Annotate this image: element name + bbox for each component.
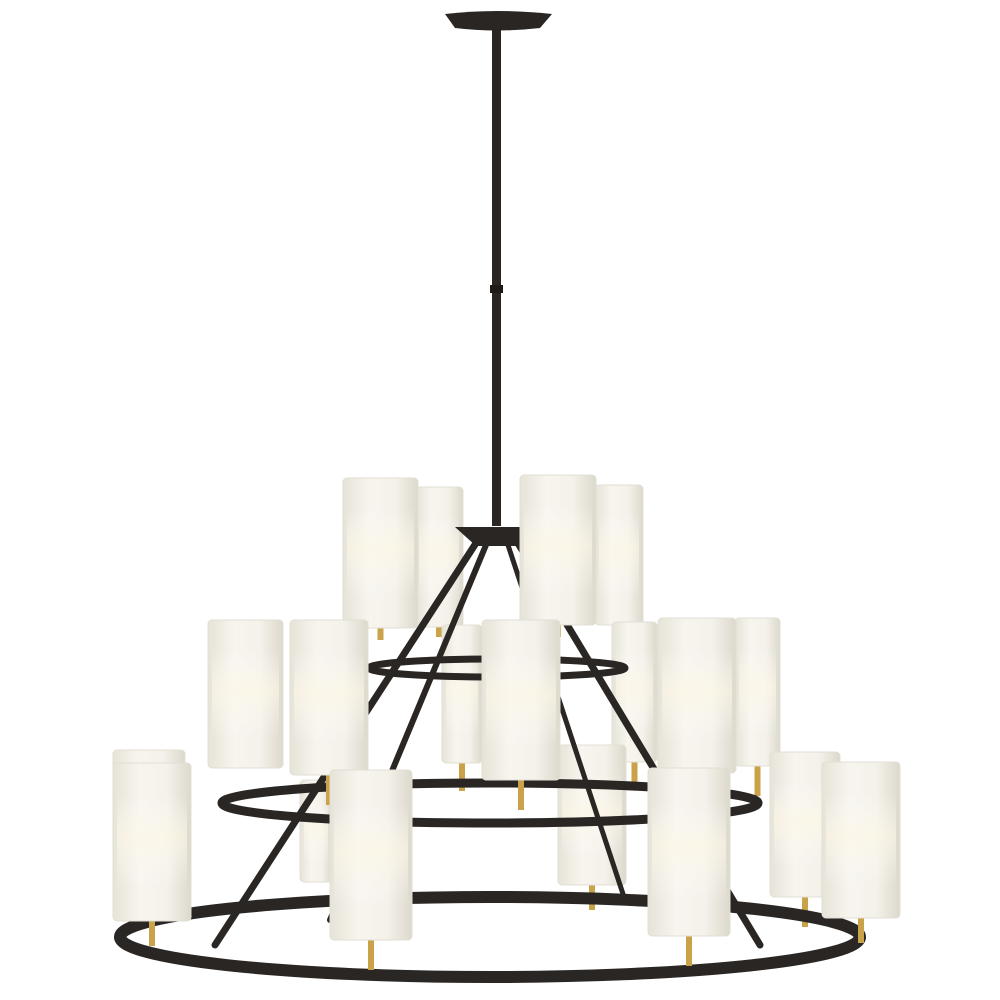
brass-socket xyxy=(326,775,332,805)
lamp-shade xyxy=(329,769,413,970)
front-shades xyxy=(112,474,901,970)
canopy xyxy=(445,11,552,31)
lamp-shade xyxy=(734,617,781,796)
lamp-shade xyxy=(414,486,464,637)
lamp-shade xyxy=(441,624,483,791)
lamp-shade xyxy=(557,744,627,910)
lamp-shade xyxy=(647,767,731,966)
rod-coupling xyxy=(490,285,503,293)
lamp-shade xyxy=(657,617,737,774)
brass-socket xyxy=(459,763,465,791)
lamp-shade xyxy=(342,477,419,640)
brass-socket xyxy=(858,918,864,943)
ring-bottom xyxy=(114,891,866,983)
brass-socket xyxy=(368,940,374,970)
brass-socket xyxy=(631,762,638,782)
brass-socket xyxy=(377,628,384,640)
lamp-shade xyxy=(821,761,901,943)
brass-socket xyxy=(436,627,442,637)
lamp-shade xyxy=(207,619,284,769)
brass-socket xyxy=(686,936,692,966)
lamp-shade xyxy=(519,474,597,637)
ring-middle xyxy=(217,778,763,828)
lamp-shade xyxy=(594,484,644,635)
brass-socket xyxy=(754,766,761,796)
brass-socket xyxy=(149,921,155,946)
lamp-shade xyxy=(112,762,192,946)
stem-rod xyxy=(492,26,501,526)
brass-socket xyxy=(518,780,524,810)
lamp-shade xyxy=(481,619,561,810)
lamp-shade xyxy=(289,619,369,805)
